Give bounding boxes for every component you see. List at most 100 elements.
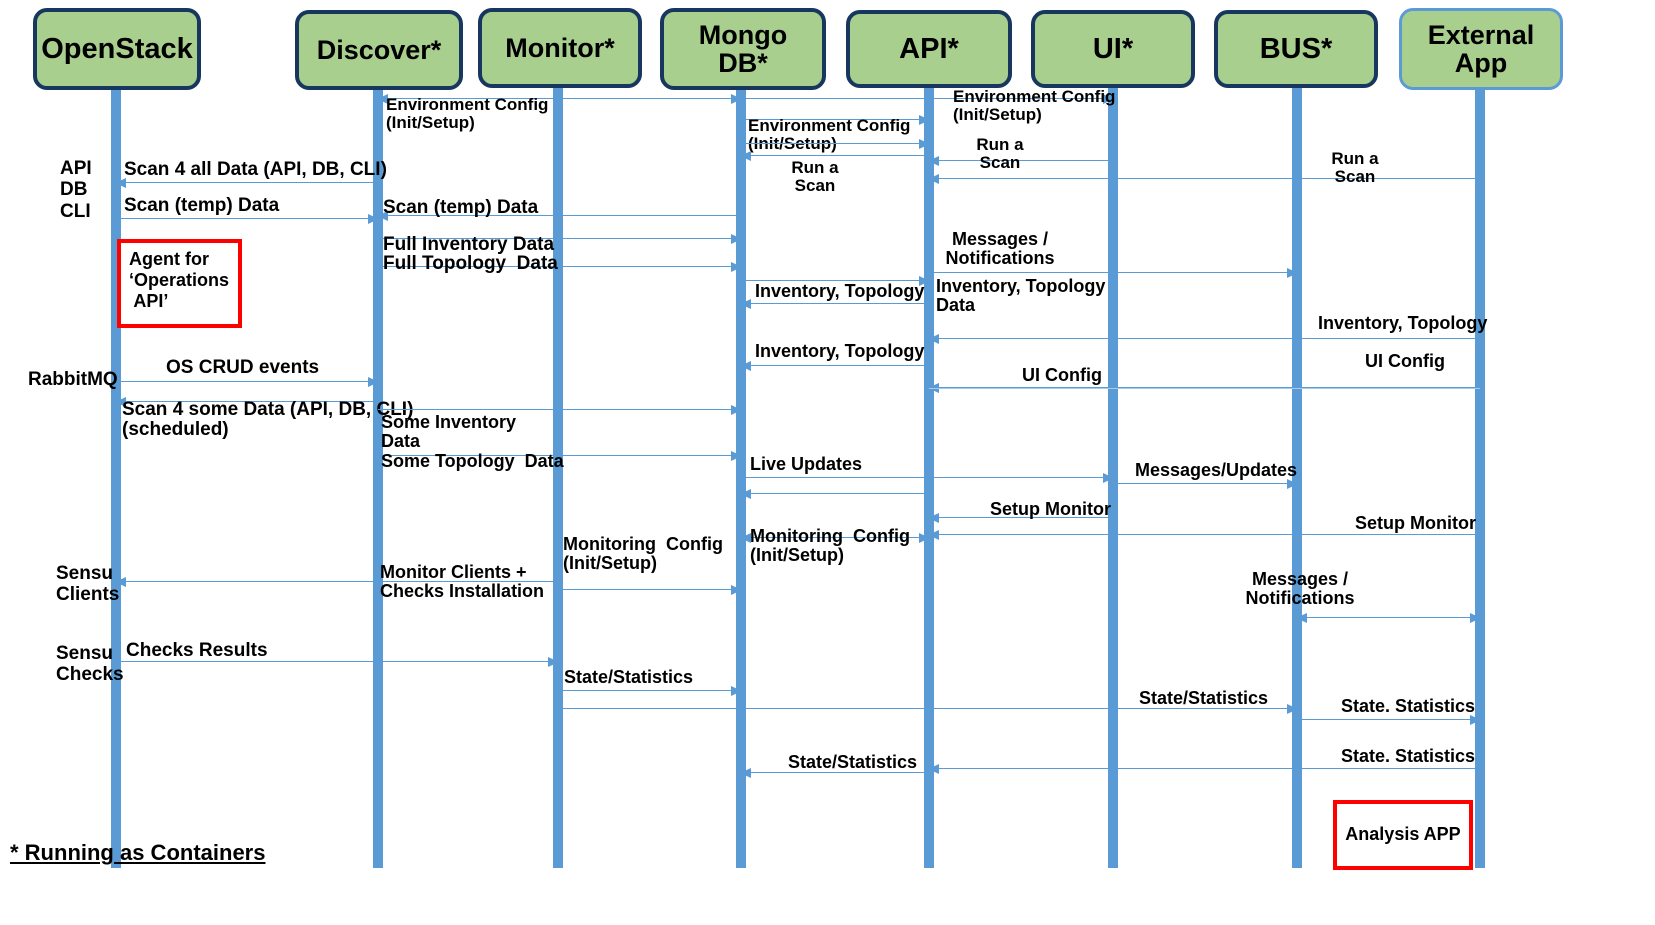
arrowhead-right-icon <box>731 234 742 244</box>
arrowhead-left-icon <box>740 533 751 543</box>
message-label-state-statistics-api-mongo: State/Statistics <box>788 752 918 772</box>
message-line-setup-monitor-ext <box>928 530 1480 540</box>
lifeline-monitor <box>553 85 563 868</box>
message-label-state-statistics-mongo: State/Statistics <box>564 667 694 687</box>
lifeline-discover <box>373 85 383 868</box>
message-label-monitoring-config-mongo: Monitoring Config (Init/Setup) <box>563 534 723 573</box>
arrowhead-right-icon <box>1103 94 1114 104</box>
message-line-env-config-ui <box>929 94 1114 104</box>
message-label-os-crud-events: OS CRUD events <box>166 357 320 378</box>
message-label-state-statistics-ext-back: State. Statistics <box>1341 746 1476 766</box>
message-line-state-statistics-mongo <box>558 686 742 696</box>
arrowhead-right-icon <box>731 94 742 104</box>
message-line-inv-topo-data-api <box>741 276 930 286</box>
message-line-monitoring-config-mongo <box>558 585 742 595</box>
message-line-setup-monitor-ui <box>928 513 1113 523</box>
message-line-state-statistics-ext-back <box>928 764 1480 774</box>
message-line-msgs-updates <box>1113 479 1298 489</box>
arrowhead-right-icon <box>731 262 742 272</box>
participant-discover[interactable]: Discover* <box>295 10 463 90</box>
side-label-rabbitmq: RabbitMQ <box>28 369 118 390</box>
participant-externalapp[interactable]: External App <box>1399 8 1563 90</box>
arrowhead-right-icon <box>919 533 930 543</box>
message-label-env-config-mongodb-out: Environment Config (Init/Setup) <box>748 116 911 153</box>
side-label-api-db-cli: API DB CLI <box>60 158 92 222</box>
participant-ui[interactable]: UI* <box>1031 10 1195 88</box>
message-label-env-config-discover: Environment Config (Init/Setup) <box>386 95 549 132</box>
arrowhead-right-icon <box>548 657 559 667</box>
lifeline-openstack <box>111 85 121 868</box>
arrowhead-right-icon <box>919 115 930 125</box>
message-line-state-statistics-api <box>558 704 1298 714</box>
message-line-os-crud-events <box>116 377 379 387</box>
arrowhead-left-icon <box>377 94 388 104</box>
message-label-env-config-ui: Environment Config (Init/Setup) <box>953 87 1116 124</box>
message-label-setup-monitor-ui: Setup Monitor <box>990 499 1111 519</box>
message-label-msgs-notifications-api-bus: Messages / Notifications <box>945 229 1055 268</box>
arrowhead-right-icon <box>1470 613 1481 623</box>
lifeline-mongodb <box>736 85 746 868</box>
arrowhead-left-icon <box>740 489 751 499</box>
arrowhead-left-icon <box>740 361 751 371</box>
arrowhead-left-icon <box>740 151 751 161</box>
arrowhead-left-icon <box>928 334 939 344</box>
participant-api[interactable]: API* <box>846 10 1012 88</box>
arrowhead-left-icon <box>928 764 939 774</box>
message-label-full-inventory-data: Full Inventory Data <box>383 234 555 255</box>
message-line-checks-results <box>116 657 559 667</box>
arrowhead-left-icon <box>928 530 939 540</box>
message-label-state-statistics-api: State/Statistics <box>1139 688 1269 708</box>
message-label-live-updates: Live Updates <box>750 454 863 474</box>
message-line-msgs-notifications-bus-ext <box>1296 613 1481 623</box>
message-line-ui-config-pale <box>929 388 1480 389</box>
message-label-monitoring-config-api: Monitoring Config (Init/Setup) <box>750 526 910 565</box>
message-label-run-a-scan-api-mongodb: Run a Scan <box>791 158 839 195</box>
message-label-scan-4-some-data: Scan 4 some Data (API, DB, CLI) (schedul… <box>122 399 414 440</box>
arrowhead-right-icon <box>1470 715 1481 725</box>
message-label-some-inventory-data: Some Inventory Data <box>381 412 517 451</box>
arrowhead-left-icon <box>928 513 939 523</box>
arrowhead-right-icon <box>731 405 742 415</box>
participant-openstack[interactable]: OpenStack <box>33 8 201 90</box>
participant-mongodb[interactable]: Mongo DB* <box>660 8 826 90</box>
message-line-run-a-scan-ui-api <box>928 156 1113 166</box>
side-label-sensu-checks: Sensu Checks <box>56 643 124 686</box>
message-label-checks-results: Checks Results <box>126 640 268 661</box>
footnote-running-as-containers: * Running as Containers <box>10 840 266 865</box>
message-label-inv-topo-data-api: Inventory, Topology Data <box>936 276 1106 315</box>
message-label-ui-config-api: UI Config <box>1022 365 1102 385</box>
message-line-some-topology-data <box>378 451 742 461</box>
arrowhead-left-icon <box>740 768 751 778</box>
message-line-inventory-topology-ext <box>928 334 1480 344</box>
message-label-inventory-topology-ext: Inventory, Topology <box>1318 313 1488 333</box>
arrowhead-left-icon <box>1296 613 1307 623</box>
message-line-scan-4-some-data <box>115 397 378 407</box>
message-line-full-inventory-data <box>378 234 742 244</box>
message-label-full-topology-data: Full Topology Data <box>383 253 558 274</box>
participant-monitor[interactable]: Monitor* <box>478 8 642 88</box>
message-line-env-config-mongodb-in <box>558 94 742 104</box>
message-label-state-statistics-bus-ext: State. Statistics <box>1341 696 1476 716</box>
arrowhead-right-icon <box>919 276 930 286</box>
message-label-setup-monitor-ext: Setup Monitor <box>1355 513 1476 533</box>
arrowhead-right-icon <box>1287 704 1298 714</box>
arrowhead-left-icon <box>115 397 126 407</box>
message-label-msgs-notifications-bus-ext: Messages / Notifications <box>1245 569 1355 608</box>
arrowhead-right-icon <box>731 451 742 461</box>
lifeline-externalapp <box>1475 85 1485 868</box>
message-line-env-config-mongodb-out <box>741 115 930 125</box>
message-label-ui-config-ext: UI Config <box>1365 351 1445 371</box>
lifeline-api <box>924 85 934 868</box>
arrowhead-right-icon <box>731 686 742 696</box>
arrowhead-left-icon <box>377 211 388 221</box>
message-label-scan-4-all-data: Scan 4 all Data (API, DB, CLI) <box>124 159 387 180</box>
message-line-full-topology-data <box>378 262 742 272</box>
message-line-monitor-clients-install <box>115 577 558 587</box>
arrowhead-left-icon <box>115 178 126 188</box>
arrowhead-left-icon <box>115 577 126 587</box>
message-label-some-topology-data: Some Topology Data <box>381 451 564 471</box>
participant-bus[interactable]: BUS* <box>1214 10 1378 88</box>
arrowhead-left-icon <box>928 156 939 166</box>
message-label-run-a-scan-ext-api: Run a Scan <box>1331 149 1379 186</box>
